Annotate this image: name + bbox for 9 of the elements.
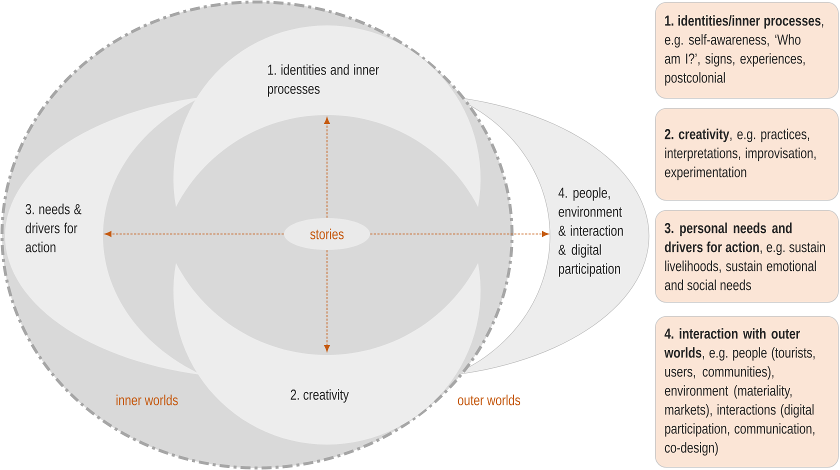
info-box: 2. creativity, e.g. practices, interpretations, improvisation, experimentation — [655, 108, 839, 201]
info-box: 3. personal needs and drivers for action, e.g. sustain livelihoods, sustain emotional and social needs — [655, 210, 839, 303]
info-box: 1. identities/inner processes, e.g. self-awareness, ‘Who am I?’, signs, experiences, postcolonial — [655, 2, 839, 99]
arrow — [370, 231, 549, 237]
node-label: 3. needs & drivers for action — [26, 204, 82, 252]
arrow — [324, 117, 330, 218]
info-box: 4. interaction with outer worlds, e.g. people (tourists, users, communities), environment (materiality, markets), interactions (digital participation, communication, co-design) — [655, 316, 839, 468]
arrow — [104, 231, 284, 237]
arrow — [324, 250, 330, 352]
